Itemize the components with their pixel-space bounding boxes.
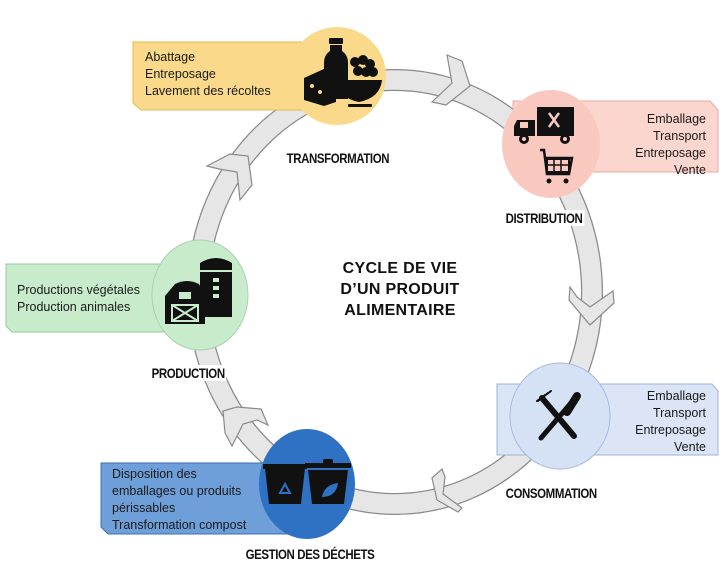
barn-silo-icon bbox=[165, 258, 232, 324]
distribution-circle bbox=[502, 90, 600, 198]
detail-item: Transport bbox=[652, 406, 706, 420]
distribution-details: Emballage Transport Entreposage Vente bbox=[590, 111, 706, 179]
title-line: D’UN PRODUIT bbox=[340, 281, 460, 298]
arrow-chevron-left bbox=[205, 153, 253, 202]
stage-label-transformation: TRANSFORMATION bbox=[285, 150, 391, 166]
detail-item: Entreposage bbox=[145, 67, 216, 81]
stage-label-gestion: GESTION DES DÉCHETS bbox=[244, 546, 376, 562]
title-line: ALIMENTAIRE bbox=[344, 302, 456, 319]
transformation-details: Abattage Entreposage Lavement des récolt… bbox=[145, 49, 271, 100]
detail-item: Abattage bbox=[145, 50, 196, 64]
detail-item: emballages ou produits bbox=[112, 484, 242, 498]
detail-item: Entreposage bbox=[635, 146, 706, 160]
detail-item: Transport bbox=[652, 129, 706, 143]
detail-item: Emballage bbox=[646, 389, 706, 403]
detail-item: Vente bbox=[674, 163, 706, 177]
gestion-circle bbox=[259, 429, 355, 539]
arrow-chevron-bottom bbox=[431, 467, 463, 513]
consommation-details: Emballage Transport Entreposage Vente bbox=[590, 388, 706, 456]
fork-knife-icon bbox=[536, 390, 581, 441]
detail-item: Emballage bbox=[646, 112, 706, 126]
detail-item: Transformation compost bbox=[112, 518, 247, 532]
production-details: Productions végétales Production animale… bbox=[17, 282, 140, 316]
recycle-compost-bins-icon bbox=[263, 459, 351, 504]
stage-label-consommation: CONSOMMATION bbox=[504, 485, 599, 501]
detail-item: Lavement des récoltes bbox=[145, 84, 271, 98]
detail-item: Entreposage bbox=[635, 423, 706, 437]
food-basket-icon bbox=[304, 38, 382, 107]
gestion-details: Disposition des emballages ou produits p… bbox=[112, 466, 246, 534]
arrow-chevron-right bbox=[568, 285, 615, 326]
diagram-title: CYCLE DE VIE D’UN PRODUIT ALIMENTAIRE bbox=[300, 258, 500, 321]
stage-label-production: PRODUCTION bbox=[150, 365, 227, 381]
detail-item: Production animales bbox=[17, 300, 131, 314]
stage-label-distribution: DISTRIBUTION bbox=[504, 210, 585, 226]
detail-item: Productions végétales bbox=[17, 283, 140, 297]
title-line: CYCLE DE VIE bbox=[342, 260, 458, 277]
detail-item: périssables bbox=[112, 501, 176, 515]
arrow-chevron-top-right bbox=[430, 54, 471, 106]
detail-item: Vente bbox=[674, 440, 706, 454]
truck-cart-icon bbox=[514, 107, 574, 184]
arrow-chevron-bottom-left bbox=[222, 406, 270, 448]
detail-item: Disposition des bbox=[112, 467, 197, 481]
